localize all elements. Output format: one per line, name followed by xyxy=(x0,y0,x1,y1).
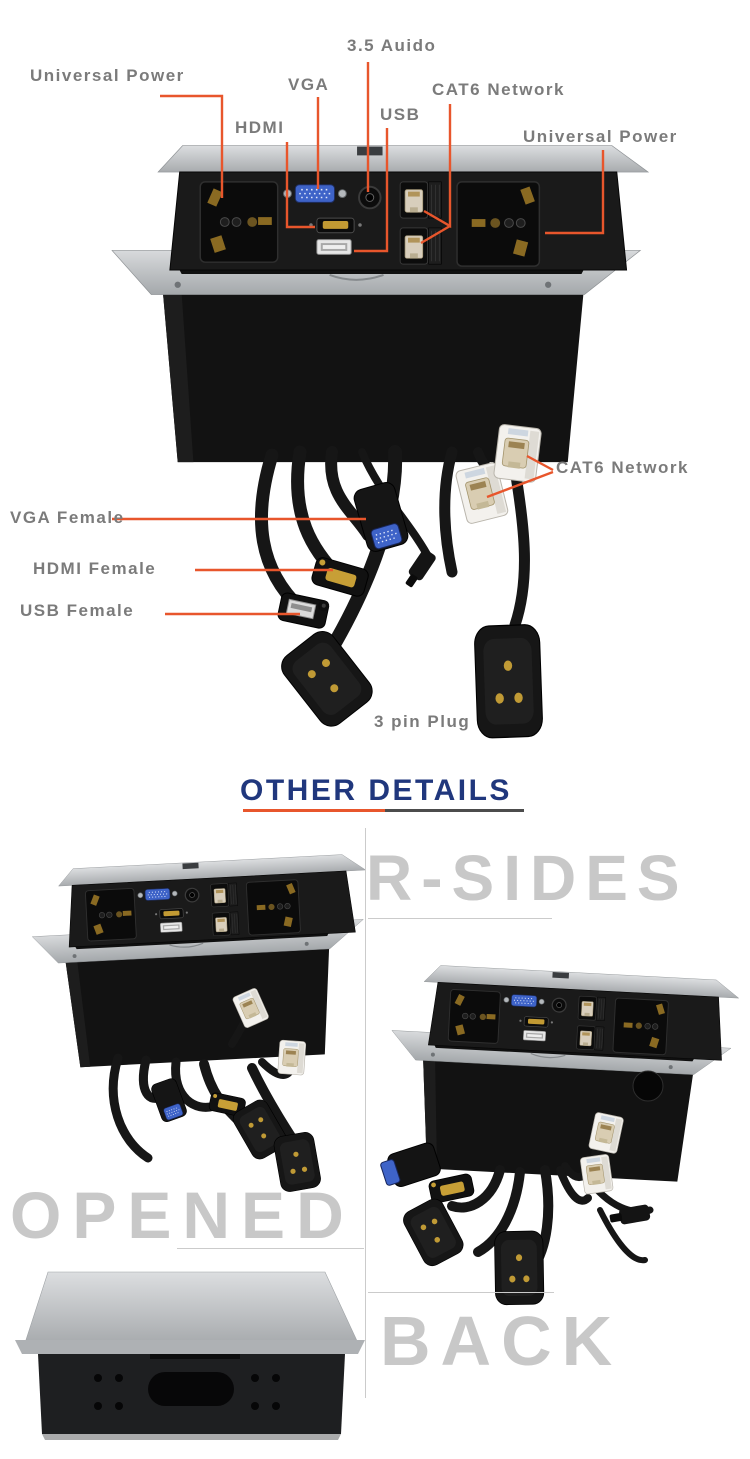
label-usb-female: USB Female xyxy=(20,601,135,620)
divider-above-back xyxy=(368,1292,554,1293)
cable-cutout xyxy=(148,1372,234,1406)
cat6-keystone-jack-icon xyxy=(492,423,543,484)
r-sides-view-photo xyxy=(380,963,740,1306)
label-3-pin-plug: 3 pin Plug xyxy=(374,712,471,731)
usb-female-connector-icon xyxy=(276,590,331,630)
section-heading: OTHER DETAILS xyxy=(240,774,512,807)
label-usb: USB xyxy=(380,105,421,124)
heading-underline-gray xyxy=(385,809,524,812)
heading-underline-orange xyxy=(243,809,385,812)
back-view-photo xyxy=(15,1271,365,1440)
view-label-back: BACK xyxy=(380,1302,623,1380)
label-cat6-network-cables: CAT6 Network xyxy=(556,458,689,477)
label-hdmi-female: HDMI Female xyxy=(33,559,157,578)
grid-divider-vertical xyxy=(365,828,366,1398)
mounting-holes xyxy=(94,1374,280,1410)
leader-cat6-top xyxy=(420,104,452,245)
bezel-lip xyxy=(15,1340,365,1354)
closed-lid xyxy=(24,1271,359,1344)
heading-underline xyxy=(243,809,524,812)
view-label-r-sides: R-SIDES xyxy=(366,842,689,914)
popup-socket-unit xyxy=(385,963,740,1184)
label-universal-power-left: Universal Power xyxy=(30,66,185,85)
label-35-audio: 3.5 Auido xyxy=(347,36,437,55)
hdmi-female-connector-icon xyxy=(309,555,371,599)
label-universal-power-right: Universal Power xyxy=(523,127,678,146)
side-cable-hole xyxy=(632,1070,664,1102)
annotation-leader-lines xyxy=(112,62,605,616)
leader-usb xyxy=(354,128,389,253)
popup-socket-unit xyxy=(29,853,375,1069)
leader-hdmi xyxy=(285,142,315,229)
main-product-photo xyxy=(112,62,648,739)
vga-female-connector-icon xyxy=(380,1142,441,1188)
leader-universal-power-right xyxy=(545,150,605,235)
three-pin-plug-icon xyxy=(493,1230,545,1306)
view-label-opened: OPENED xyxy=(10,1178,355,1252)
label-vga: VGA xyxy=(288,75,330,94)
opened-view-photo xyxy=(29,853,375,1194)
divider-under-opened xyxy=(177,1248,364,1249)
vga-female-connector-icon xyxy=(351,479,411,555)
label-vga-female: VGA Female xyxy=(10,508,125,527)
divider-under-r-sides xyxy=(368,918,552,919)
cat6-keystone-jack-icon xyxy=(277,1039,307,1076)
leader-universal-power-left xyxy=(160,94,224,198)
cable-tip-icon xyxy=(401,548,438,591)
three-pin-plug-icon xyxy=(473,623,544,739)
vga-female-connector-icon xyxy=(149,1076,189,1124)
label-hdmi: HDMI xyxy=(235,118,285,137)
popup-socket-unit xyxy=(112,146,648,463)
leader-cat6-cables xyxy=(486,454,554,499)
label-cat6-network-top: CAT6 Network xyxy=(432,80,565,99)
cat6-keystone-jack-icon xyxy=(579,1153,614,1195)
three-pin-plug-icon xyxy=(275,625,379,733)
